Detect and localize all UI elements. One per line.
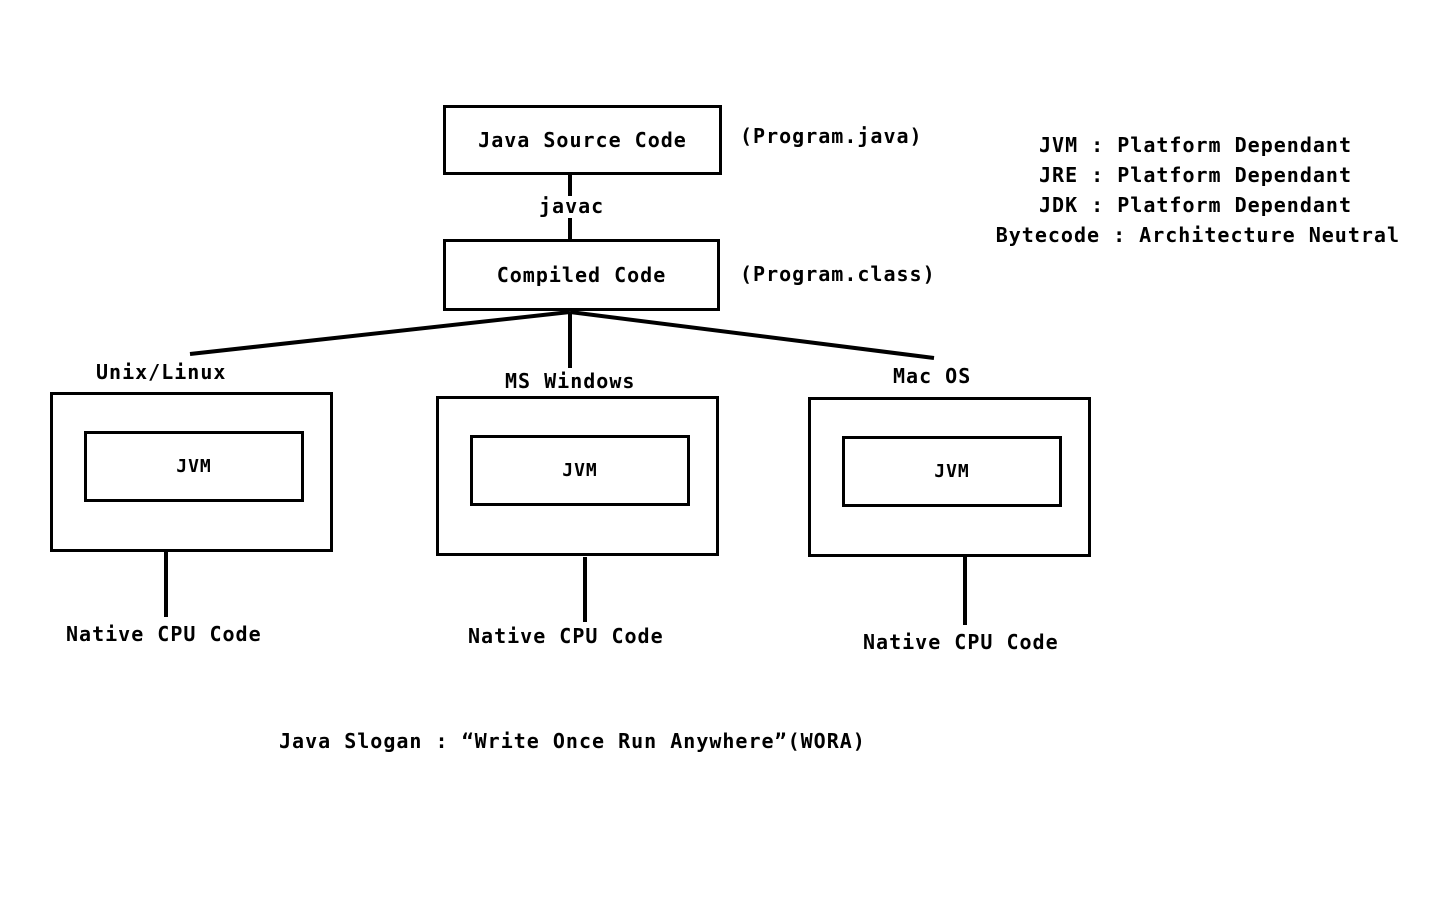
- program-class-note: (Program.class): [740, 262, 936, 286]
- platform-box-mac: JVM: [808, 397, 1091, 557]
- jvm-box-windows: JVM: [470, 435, 690, 506]
- platform-name-mac: Mac OS: [893, 364, 972, 388]
- native-cpu-code-mac: Native CPU Code: [863, 630, 1059, 654]
- compiled-to-mac-line: [569, 310, 935, 360]
- jvm-box-mac: JVM: [842, 436, 1062, 507]
- platform-name-unix: Unix/Linux: [96, 360, 227, 384]
- compiled-to-unix-line: [189, 310, 571, 356]
- java-slogan: Java Slogan : “Write Once Run Anywhere”(…: [279, 729, 866, 753]
- legend-jvm: JVM : Platform Dependant: [1039, 133, 1352, 157]
- platform-name-windows: MS Windows: [505, 369, 636, 393]
- native-cpu-code-windows: Native CPU Code: [468, 624, 664, 648]
- platform-box-windows: JVM: [436, 396, 719, 556]
- jvm-label-windows: JVM: [562, 460, 598, 481]
- javac-label: javac: [539, 194, 605, 218]
- jvm-label-unix: JVM: [176, 456, 212, 477]
- legend-bytecode: Bytecode : Architecture Neutral: [995, 223, 1400, 247]
- platform-box-unix: JVM: [50, 392, 333, 552]
- platform-dependency-legend: JVM : Platform Dependant JRE : Platform …: [940, 130, 1400, 250]
- legend-jdk: JDK : Platform Dependant: [1039, 193, 1352, 217]
- java-source-code-box: Java Source Code: [443, 105, 722, 175]
- compiled-code-box: Compiled Code: [443, 239, 720, 311]
- jvm-label-mac: JVM: [934, 461, 970, 482]
- native-cpu-code-unix: Native CPU Code: [66, 622, 262, 646]
- jvm-box-unix: JVM: [84, 431, 304, 502]
- java-source-code-label: Java Source Code: [478, 128, 687, 152]
- legend-jre: JRE : Platform Dependant: [1039, 163, 1352, 187]
- program-java-note: (Program.java): [740, 124, 923, 148]
- compiled-code-label: Compiled Code: [496, 263, 667, 287]
